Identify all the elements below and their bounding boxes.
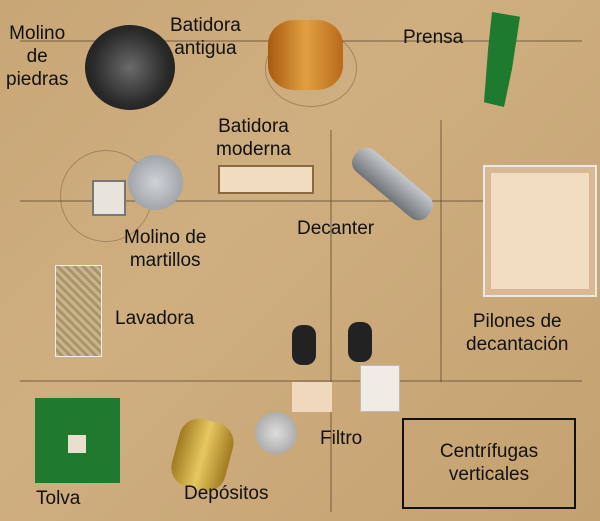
molino-martillos-model: [128, 155, 183, 210]
label-line: martillos: [124, 249, 206, 272]
label-lavadora: Lavadora: [115, 307, 194, 330]
sketch-line: [440, 120, 442, 382]
label-line: Centrífugas: [404, 440, 574, 463]
pilones-model: [483, 165, 597, 297]
deposito-lid: [255, 412, 297, 454]
label-depositos: Depósitos: [184, 482, 269, 505]
label-tolva: Tolva: [36, 487, 80, 510]
label-line: Batidora: [170, 14, 241, 37]
label-centrifugas: Centrífugas verticales: [404, 440, 574, 486]
batidora-moderna-model: [218, 165, 314, 194]
label-molino-martillos: Molino de martillos: [124, 226, 206, 272]
filtro-model: [360, 365, 400, 412]
deposito-cilindrico-2: [348, 322, 372, 362]
sketch-line: [330, 130, 332, 512]
label-batidora-moderna: Batidora moderna: [216, 115, 291, 161]
label-line: de: [6, 45, 68, 68]
lavadora-model: [55, 265, 102, 357]
deposito-cilindrico-1: [292, 325, 316, 365]
label-filtro: Filtro: [320, 427, 362, 450]
label-line: Batidora: [216, 115, 291, 138]
plate-model: [292, 382, 332, 412]
molino-piedras-model: [85, 25, 175, 110]
label-batidora-antigua: Batidora antigua: [170, 14, 241, 60]
decanter-model: [347, 143, 438, 226]
tolva-model: [35, 398, 120, 483]
label-decanter: Decanter: [297, 217, 374, 240]
label-molino-piedras: Molino de piedras: [6, 22, 68, 91]
centrifugas-box: Centrífugas verticales: [402, 418, 576, 509]
label-line: Molino: [6, 22, 68, 45]
prensa-model: [480, 12, 520, 107]
label-pilones: Pilones de decantación: [466, 310, 568, 356]
label-line: Pilones de: [466, 310, 568, 333]
label-line: verticales: [404, 463, 574, 486]
molino-martillos-hopper: [92, 180, 126, 216]
label-line: Molino de: [124, 226, 206, 249]
label-prensa: Prensa: [403, 26, 463, 49]
batidora-antigua-model: [268, 20, 343, 90]
label-line: decantación: [466, 333, 568, 356]
label-line: piedras: [6, 68, 68, 91]
label-line: antigua: [170, 37, 241, 60]
label-line: moderna: [216, 138, 291, 161]
